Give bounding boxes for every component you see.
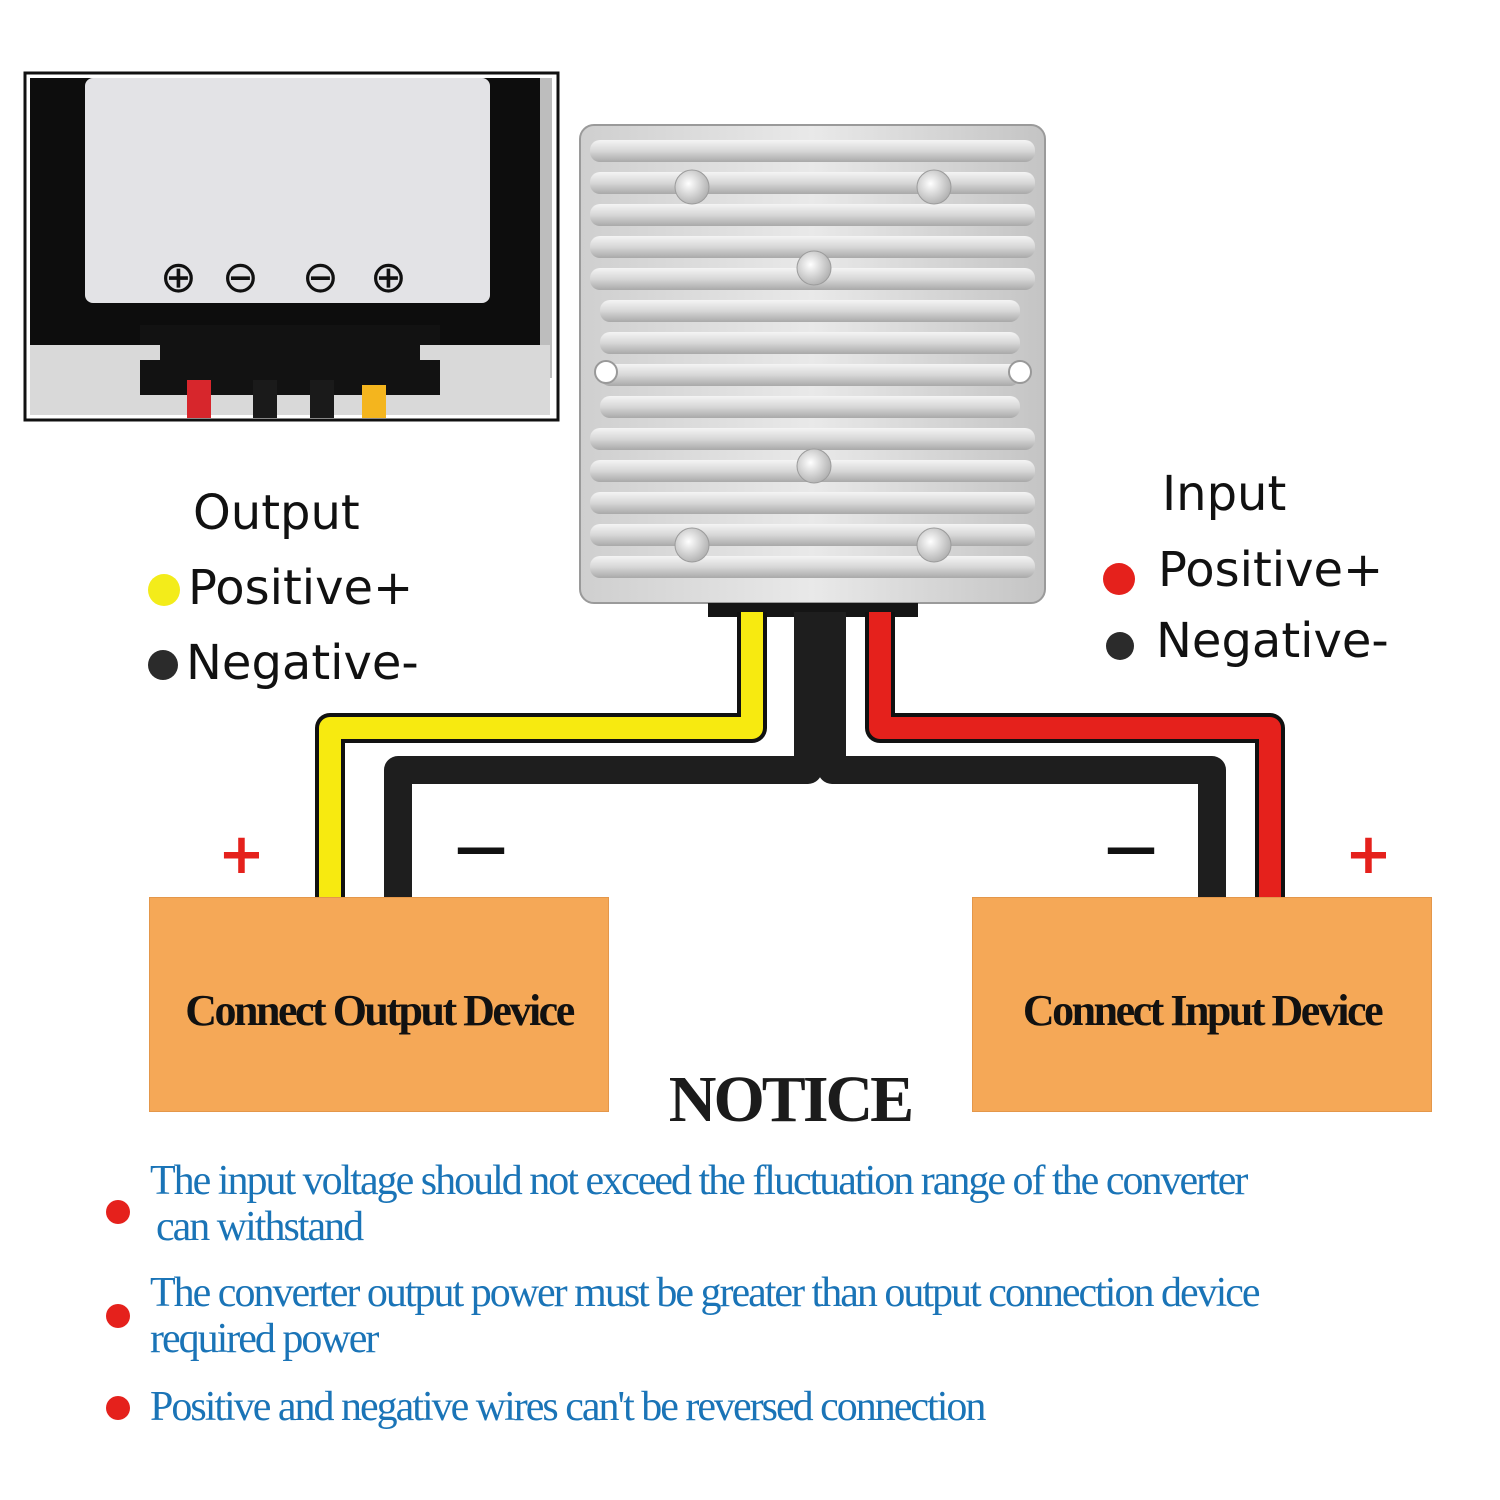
output-minus-mark: — — [455, 818, 507, 878]
notice-item-text: can withstand — [156, 1204, 364, 1250]
input-plus-mark: + — [1345, 822, 1392, 887]
output-negative-wire — [384, 612, 822, 900]
output-plus-mark: + — [218, 822, 265, 887]
bullet-icon — [106, 1396, 130, 1420]
notice-item-1: The input voltage should not exceed the … — [150, 1158, 1248, 1250]
bullet-icon — [106, 1304, 130, 1328]
input-device-label: Connect Input Device — [1022, 986, 1384, 1035]
notice-title: NOTICE — [668, 1063, 914, 1136]
positive-terminal-icon: ⊕ — [160, 252, 197, 303]
input-positive-wire — [869, 612, 1281, 900]
notice-item-3: Positive and negative wires can't be rev… — [150, 1384, 986, 1430]
wires — [315, 612, 1285, 900]
output-title: Output — [193, 485, 360, 541]
black-dot-icon — [1106, 632, 1134, 660]
output-positive-wire — [319, 612, 763, 900]
input-minus-mark: — — [1105, 818, 1157, 878]
yellow-dot-icon — [148, 574, 180, 606]
inset-photo — [23, 71, 560, 422]
input-device-box: Connect Input Device — [972, 897, 1432, 1112]
negative-terminal-icon: ⊖ — [222, 252, 259, 303]
notice-item-text: Positive and negative wires can't be rev… — [150, 1384, 986, 1430]
notice-item-text: required power — [150, 1316, 379, 1362]
input-negative-wire — [818, 612, 1226, 900]
notice-item-text: The converter output power must be great… — [150, 1270, 1261, 1316]
output-device-box: Connect Output Device — [149, 897, 609, 1112]
negative-terminal-icon: ⊖ — [302, 252, 339, 303]
notice-item-2: The converter output power must be great… — [150, 1270, 1261, 1362]
converter-module — [579, 124, 1046, 617]
notice-item-text: The input voltage should not exceed the … — [150, 1158, 1248, 1204]
input-positive-label: Positive+ — [1158, 542, 1384, 598]
output-device-label: Connect Output Device — [185, 986, 575, 1035]
input-title: Input — [1162, 466, 1287, 522]
output-negative-label: Negative- — [186, 635, 419, 691]
positive-terminal-icon: ⊕ — [370, 252, 407, 303]
bullet-icon — [106, 1200, 130, 1224]
black-dot-icon — [148, 650, 178, 680]
red-dot-icon — [1103, 563, 1135, 595]
input-negative-label: Negative- — [1156, 613, 1389, 669]
output-positive-label: Positive+ — [188, 560, 414, 616]
